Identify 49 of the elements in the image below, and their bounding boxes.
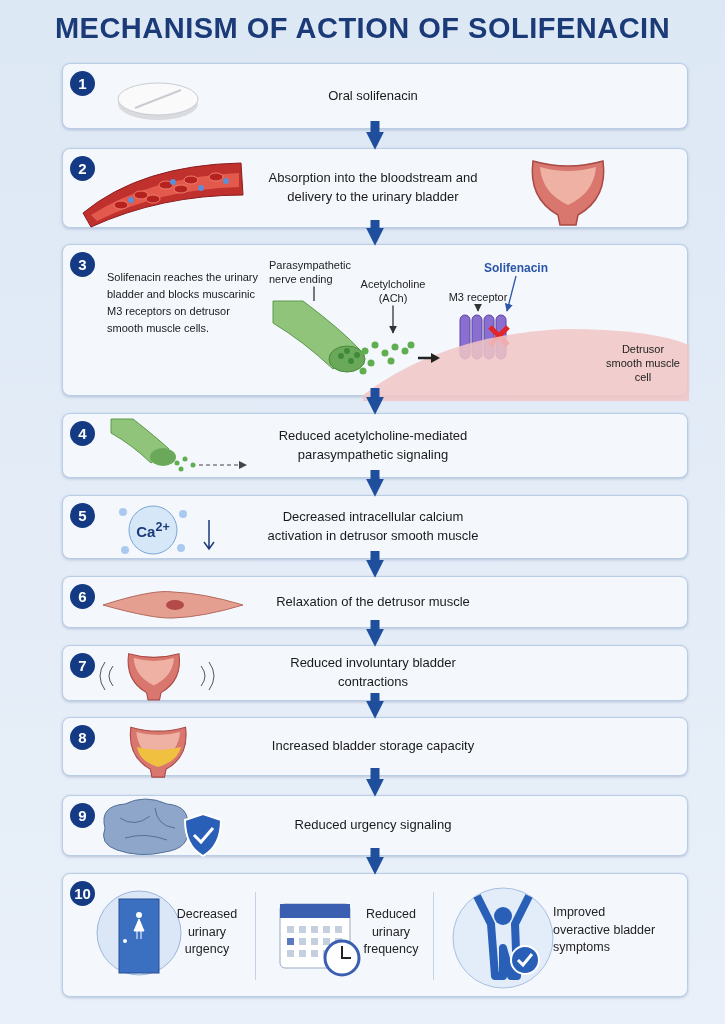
flow-arrow	[366, 693, 384, 719]
step-number: 7	[70, 653, 95, 678]
step-number: 4	[70, 421, 95, 446]
title: MECHANISM OF ACTION OF SOLIFENACIN	[53, 12, 672, 45]
step-text: Relaxation of the detrusor muscle	[276, 592, 470, 611]
step-text: Absorption into the bloodstream and delivery to the urinary bladder	[267, 169, 479, 206]
step-card	[62, 148, 688, 228]
flow-arrow	[366, 551, 384, 578]
step-card	[62, 645, 688, 701]
step-card	[62, 63, 688, 129]
step-text: Reduced acetylcholine-mediated parasympathetic signaling	[277, 426, 469, 464]
callout-label: Improved overactive bladder symptoms	[553, 904, 663, 957]
callout-label: Solifenacin	[477, 261, 555, 276]
step-number: 8	[70, 725, 95, 750]
callout-label: Reduced urinary frequency	[351, 906, 431, 959]
step-number: 6	[70, 584, 95, 609]
step-number: 3	[70, 252, 95, 277]
step-number: 1	[70, 71, 95, 96]
step-text: Oral solifenacin	[328, 86, 418, 105]
flow-arrow	[366, 848, 384, 875]
flow-arrow	[366, 121, 384, 150]
flow-arrow	[366, 620, 384, 647]
step-number: 10	[70, 881, 95, 906]
step-text: Reduced involuntary bladder contractions	[289, 654, 457, 691]
flow-arrow	[366, 388, 384, 415]
step-text: Increased bladder storage capacity	[271, 737, 475, 756]
leader-line	[313, 285, 315, 302]
step-card	[62, 717, 688, 776]
step-text: Decreased intracellular calcium activation in detrusor smooth muscle	[266, 508, 480, 545]
callout-label: Decreased urinary urgency	[167, 906, 247, 959]
callout-label: Detrusor smooth muscle cell	[605, 343, 681, 385]
step-number: 5	[70, 503, 95, 528]
flow-arrow	[366, 470, 384, 497]
flow-arrow	[366, 220, 384, 246]
pointer-arrow	[504, 275, 517, 312]
step-number: 2	[70, 156, 95, 181]
step-card	[62, 795, 688, 856]
step-text: Reduced urgency signaling	[294, 816, 452, 835]
ion-label: Ca$^{2+}$	[135, 520, 171, 542]
step-card	[62, 495, 688, 559]
flow-arrow	[366, 768, 384, 797]
step-text: Solifenacin reaches the urinary bladder and blocks muscarinic M3 receptors on detrusor smooth muscle cells.	[107, 270, 260, 337]
step-number: 9	[70, 803, 95, 828]
step-card	[62, 576, 688, 628]
step-card	[62, 413, 688, 478]
step-card	[62, 873, 688, 997]
pointer-arrow	[389, 304, 397, 334]
pointer-arrow	[474, 303, 482, 312]
callout-label: M3 receptor	[438, 291, 518, 305]
